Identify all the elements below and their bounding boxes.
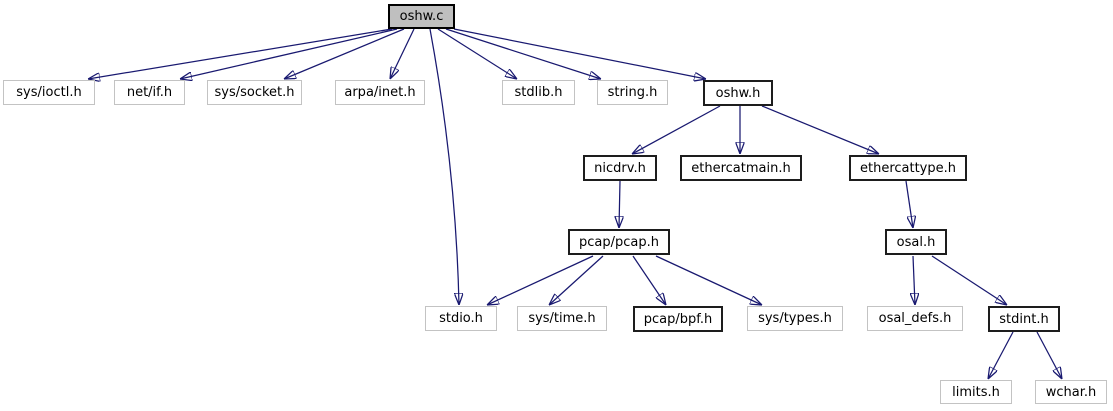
edge-oshw-h-to-nicdrv-h: [632, 105, 721, 154]
edge-oshw-c-to-stdio-h: [429, 28, 459, 305]
node-sys-ioctl-h: sys/ioctl.h: [3, 80, 95, 105]
node-sys-socket-h: sys/socket.h: [207, 80, 302, 105]
node-oshw-c: oshw.c: [388, 4, 455, 29]
edge-oshw-h-to-ethercattype-h: [761, 105, 879, 154]
node-wchar-h: wchar.h: [1035, 380, 1107, 404]
edge-pcap-pcap-h-to-sys-time-h: [549, 255, 604, 305]
edge-pcap-pcap-h-to-pcap-bpf-h: [632, 255, 666, 305]
node-stdint-h[interactable]: stdint.h: [988, 306, 1060, 332]
edge-oshw-c-to-stdlib-h: [437, 28, 517, 79]
edge-stdint-h-to-limits-h: [988, 331, 1014, 379]
node-pcap-bpf-h[interactable]: pcap/bpf.h: [633, 306, 723, 332]
edge-oshw-c-to-string-h: [445, 28, 601, 79]
edge-stdint-h-to-wchar-h: [1036, 331, 1062, 379]
node-limits-h: limits.h: [940, 380, 1012, 404]
edge-oshw-c-to-sys-socket-h: [284, 28, 405, 79]
edge-oshw-c-to-net-if-h: [180, 28, 398, 79]
edge-pcap-pcap-h-to-stdio-h: [487, 255, 594, 305]
node-osal-h[interactable]: osal.h: [885, 229, 947, 255]
node-arpa-inet-h: arpa/inet.h: [335, 80, 425, 105]
node-sys-time-h: sys/time.h: [517, 306, 607, 331]
node-pcap-pcap-h[interactable]: pcap/pcap.h: [568, 229, 670, 255]
edge-osal-h-to-osal-defs-h: [913, 255, 915, 305]
edge-ethercattype-h-to-osal-h: [905, 180, 913, 228]
node-oshw-h[interactable]: oshw.h: [703, 80, 773, 106]
edge-pcap-pcap-h-to-sys-types-h: [655, 255, 762, 305]
edge-oshw-c-to-oshw-h: [453, 28, 706, 79]
edge-osal-h-to-stdint-h: [931, 255, 1007, 305]
node-nicdrv-h[interactable]: nicdrv.h: [583, 155, 657, 181]
node-osal-defs-h: osal_defs.h: [867, 306, 963, 331]
edge-oshw-c-to-sys-ioctl-h: [88, 28, 393, 79]
node-ethercatmain-h[interactable]: ethercatmain.h: [680, 155, 802, 181]
node-ethercattype-h[interactable]: ethercattype.h: [849, 155, 967, 181]
edge-oshw-c-to-arpa-inet-h: [390, 28, 415, 79]
node-string-h: string.h: [597, 80, 668, 105]
node-net-if-h: net/if.h: [114, 80, 185, 105]
node-stdio-h: stdio.h: [425, 306, 497, 331]
node-sys-types-h: sys/types.h: [747, 306, 843, 331]
edge-nicdrv-h-to-pcap-pcap-h: [619, 180, 620, 228]
node-stdlib-h: stdlib.h: [502, 80, 575, 105]
